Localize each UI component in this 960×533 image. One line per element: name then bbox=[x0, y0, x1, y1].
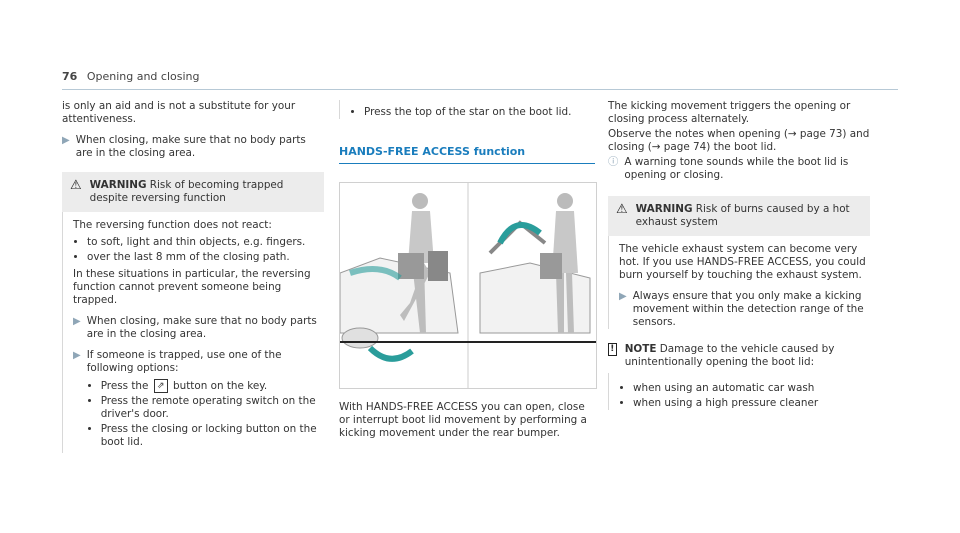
warning-title: Risk of burns caused by a hot exhaust sy… bbox=[635, 203, 850, 228]
option-list: Press the ⇗ button on the key. Press the… bbox=[87, 379, 324, 449]
warning-body: The vehicle exhaust system can become ve… bbox=[608, 236, 870, 329]
warning-header: ⚠ WARNING Risk of burns caused by a hot … bbox=[608, 196, 870, 236]
list-item: Press the ⇗ button on the key. bbox=[101, 379, 324, 393]
hands-free-figure bbox=[339, 181, 597, 389]
person-legs bbox=[556, 272, 574, 333]
warning-label: WARNING bbox=[635, 203, 693, 215]
note-header: ! NOTE Damage to the vehicle caused by u… bbox=[608, 343, 870, 369]
list-item: Press the closing or locking button on t… bbox=[101, 423, 324, 449]
column-2: Press the top of the star on the boot li… bbox=[339, 100, 597, 448]
person-body bbox=[408, 210, 434, 263]
step-text: When closing, make sure that no body par… bbox=[75, 134, 306, 159]
shopping-bag bbox=[428, 250, 448, 281]
kick-arrow-icon bbox=[367, 345, 414, 362]
figure-caption: With HANDS-FREE ACCESS you can open, clo… bbox=[339, 400, 587, 439]
ground-line bbox=[340, 340, 468, 343]
page-number: 76 bbox=[62, 70, 78, 83]
continued-bullet-box: Press the top of the star on the boot li… bbox=[339, 100, 595, 119]
page-header: 76 Opening and closing bbox=[62, 70, 199, 84]
warning-box: ⚠ WARNING Risk of burns caused by a hot … bbox=[608, 196, 870, 329]
list-item: when using an automatic car wash bbox=[633, 382, 870, 395]
paragraph-kick: The kicking movement triggers the openin… bbox=[608, 100, 851, 125]
column-3: The kicking movement triggers the openin… bbox=[608, 100, 870, 412]
list-item: Press the remote operating switch on the… bbox=[101, 395, 324, 421]
header-divider bbox=[62, 89, 898, 90]
step-arrow-icon: ▶ bbox=[73, 350, 81, 361]
step-arrow-icon: ▶ bbox=[619, 291, 627, 302]
note-bullet-list: when using an automatic car wash when us… bbox=[619, 382, 870, 410]
warning-body-text: The reversing function does not react: bbox=[73, 219, 272, 231]
note-label: NOTE bbox=[624, 343, 657, 355]
list-item: to soft, light and thin objects, e.g. fi… bbox=[87, 236, 324, 249]
step-text: When closing, make sure that no body par… bbox=[86, 315, 317, 340]
warning-title: Risk of becoming trapped despite reversi… bbox=[89, 179, 284, 204]
step-arrow-icon: ▶ bbox=[62, 135, 70, 146]
note-square-icon: ! bbox=[608, 343, 617, 356]
shopping-bag bbox=[398, 252, 424, 279]
instruction-step: ▶ When closing, make sure that no body p… bbox=[73, 315, 324, 341]
sensor-highlight bbox=[349, 265, 402, 281]
boot-key-icon: ⇗ bbox=[153, 379, 168, 393]
instruction-step: ▶ If someone is trapped, use one of the … bbox=[73, 349, 324, 453]
warning-triangle-icon: ⚠ bbox=[616, 202, 628, 217]
boot-open-panel bbox=[468, 192, 596, 343]
warning-header: ⚠ WARNING Risk of becoming trapped despi… bbox=[62, 172, 324, 212]
hands-free-illustration bbox=[339, 182, 596, 388]
person-head bbox=[557, 192, 573, 209]
column-1: is only an aid and is not a substitute f… bbox=[62, 100, 324, 461]
car-wheel bbox=[341, 327, 379, 349]
kick-panel bbox=[339, 192, 468, 362]
section-name: Opening and closing bbox=[86, 70, 200, 83]
section-title: HANDS-FREE ACCESS function bbox=[339, 145, 526, 158]
intro-text: is only an aid and is not a substitute f… bbox=[62, 100, 296, 125]
instruction-step: ▶ Always ensure that you only make a kic… bbox=[619, 290, 870, 329]
note-title: Damage to the vehicle caused by unintent… bbox=[624, 343, 835, 368]
instruction-step: ▶ When closing, make sure that no body p… bbox=[62, 134, 324, 160]
person-legs bbox=[400, 262, 430, 333]
section-underline bbox=[339, 162, 595, 164]
list-item: over the last 8 mm of the closing path. bbox=[87, 251, 324, 264]
note-body: when using an automatic car wash when us… bbox=[608, 373, 870, 410]
list-item: when using a high pressure cleaner bbox=[633, 397, 870, 410]
step-arrow-icon: ▶ bbox=[73, 316, 81, 327]
shopping-bag bbox=[540, 252, 562, 279]
step-text: If someone is trapped, use one of the fo… bbox=[86, 349, 282, 374]
warning-body-text: The vehicle exhaust system can become ve… bbox=[619, 243, 866, 281]
note-box: ! NOTE Damage to the vehicle caused by u… bbox=[608, 343, 870, 410]
warning-triangle-icon: ⚠ bbox=[70, 178, 82, 193]
warning-label: WARNING bbox=[89, 179, 147, 191]
paragraph-observe: Observe the notes when opening (→ page 7… bbox=[608, 128, 870, 153]
warning-bullet-list: to soft, light and thin objects, e.g. fi… bbox=[73, 236, 324, 264]
info-text: A warning tone sounds while the boot lid… bbox=[624, 156, 849, 181]
list-item: Press the top of the star on the boot li… bbox=[364, 106, 595, 119]
ground-line bbox=[468, 340, 596, 343]
person-head bbox=[412, 192, 428, 209]
info-icon: ⓘ bbox=[608, 156, 619, 168]
situation-text: In these situations in particular, the r… bbox=[73, 268, 311, 306]
warning-box: ⚠ WARNING Risk of becoming trapped despi… bbox=[62, 172, 324, 453]
bullet-list: Press the top of the star on the boot li… bbox=[350, 106, 595, 119]
step-text: Always ensure that you only make a kicki… bbox=[632, 290, 864, 328]
info-line: ⓘ A warning tone sounds while the boot l… bbox=[608, 156, 870, 182]
warning-body: The reversing function does not react: t… bbox=[62, 212, 324, 453]
opening-arrow-icon bbox=[497, 221, 542, 245]
